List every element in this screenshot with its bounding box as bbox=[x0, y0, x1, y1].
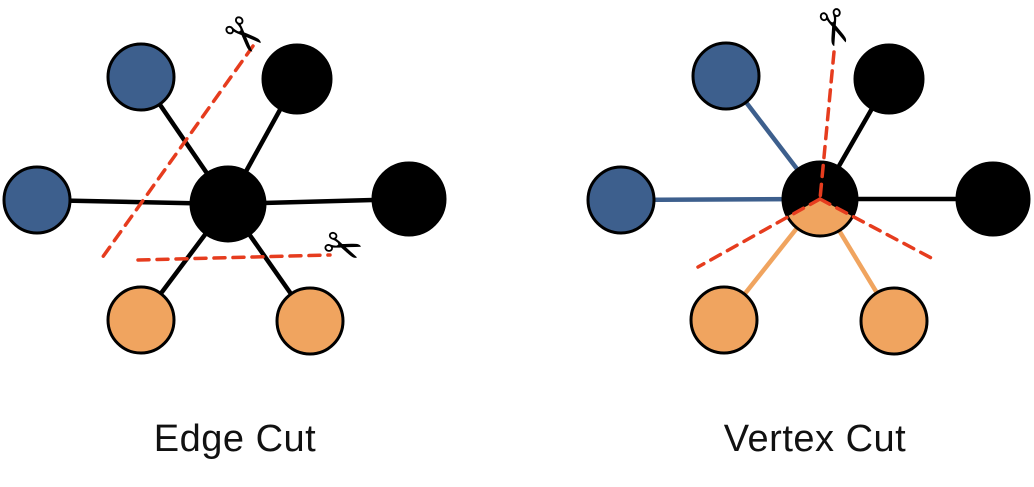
edge-cut-node bbox=[106, 42, 176, 112]
vertex-cut-node bbox=[689, 285, 759, 355]
scissors-icon: ✂ bbox=[209, 2, 277, 70]
edge-cut-node bbox=[275, 286, 345, 356]
edge-cut-cut-line bbox=[136, 253, 332, 262]
edge-cut-node bbox=[261, 43, 333, 115]
edge-cut-cut-line bbox=[100, 44, 255, 260]
vertex-cut-node bbox=[955, 161, 1031, 237]
scissors-icon: ✂ bbox=[800, 0, 866, 56]
vertex-cut-node bbox=[853, 43, 925, 115]
vertex-cut-node bbox=[859, 286, 929, 356]
edge-cut-node bbox=[371, 161, 447, 237]
vertex-cut-node bbox=[691, 41, 761, 111]
edge-cut-caption: Edge Cut bbox=[153, 418, 317, 460]
scissors-icon: ✂ bbox=[316, 215, 371, 279]
vertex-cut-center-outline bbox=[781, 160, 859, 238]
edge-cut-node bbox=[106, 285, 176, 355]
vertex-cut-cut-line bbox=[818, 50, 836, 201]
vertex-cut-caption: Vertex Cut bbox=[723, 418, 907, 460]
graph-diagram: ✂ ✂ ✂ bbox=[2, 0, 1031, 356]
vertex-cut-cut-line bbox=[696, 197, 822, 269]
edge-cut-node bbox=[2, 165, 72, 235]
edge-cut-center-node bbox=[191, 167, 265, 241]
vertex-cut-node bbox=[586, 165, 656, 235]
edge-cut-center-outline bbox=[189, 165, 267, 243]
vertex-cut-cut-line bbox=[818, 197, 939, 263]
